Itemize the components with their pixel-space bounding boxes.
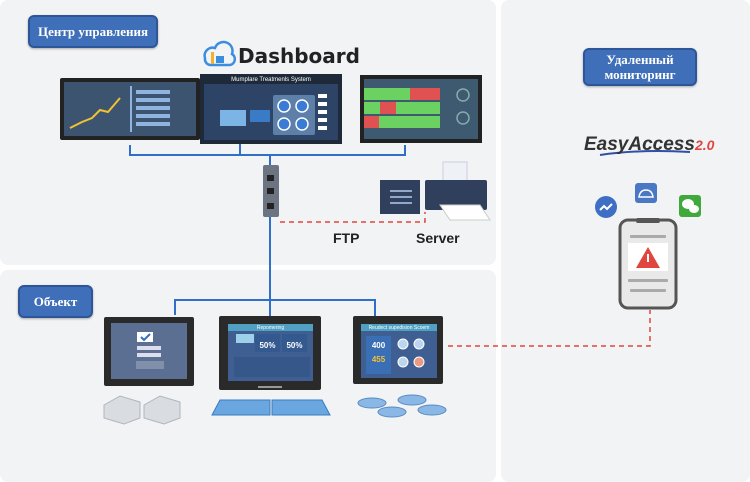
scada-title: Mumplare Treatmenls System <box>231 77 311 83</box>
remote-dashed <box>448 310 651 347</box>
chart-monitor <box>60 78 200 140</box>
server-icon <box>380 180 420 214</box>
hmi3-value-1: 400 <box>371 341 386 350</box>
hmi-percent-panel <box>219 316 321 390</box>
top-bus-line <box>129 145 406 156</box>
control-center-label: Центр управления <box>28 15 158 48</box>
hmi3-title: Reudect supedision Scoem <box>368 325 430 331</box>
ftp-label: FTP <box>333 230 360 246</box>
scada-monitor <box>200 74 342 144</box>
site-label: Объект <box>18 285 93 318</box>
site-bus-line <box>174 299 376 318</box>
hmi2-title: Repomering <box>256 325 285 331</box>
conveyor-tables <box>211 399 331 416</box>
box-pallets <box>103 395 181 425</box>
cloud-car-icon <box>635 183 657 203</box>
easyaccess-swoosh <box>599 150 691 156</box>
status-monitor <box>360 75 482 143</box>
hmi2-value-1: 50% <box>259 341 276 350</box>
hmi3-value-2: 455 <box>371 355 386 364</box>
hmi-gauge-panel <box>353 316 443 384</box>
printer-icon <box>425 161 491 221</box>
warning-icon <box>636 247 660 268</box>
hmi2-value-2: 50% <box>286 341 303 350</box>
wechat-icon <box>679 195 701 217</box>
ftp-dashed <box>280 212 426 223</box>
remote-monitoring-label: Удаленный мониторинг <box>583 48 697 86</box>
dashboard-title: Dashboard <box>238 44 360 68</box>
disc-stacks <box>357 394 447 418</box>
server-label: Server <box>416 230 460 246</box>
easyaccess-brand: EasyAccess <box>584 134 695 155</box>
easyaccess-logo: EasyAccess2.0 <box>584 134 714 156</box>
network-switch <box>263 165 279 217</box>
hmi-login-panel <box>104 317 194 386</box>
messenger-icon <box>595 196 617 218</box>
cloud-dashboard-icon <box>203 40 237 67</box>
easyaccess-version: 2.0 <box>694 137 715 153</box>
